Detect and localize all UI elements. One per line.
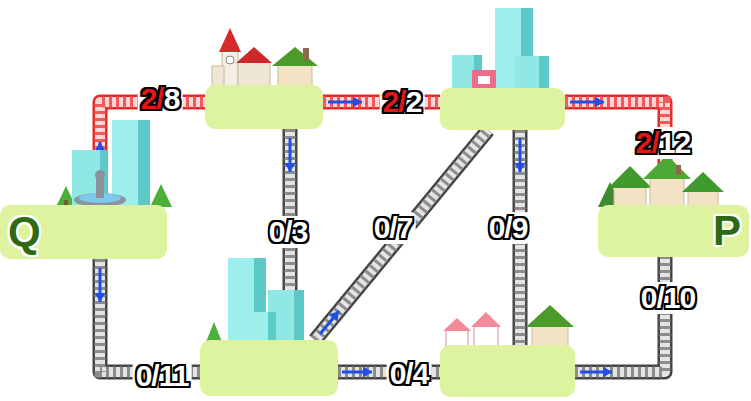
station-name: P — [713, 210, 741, 252]
city-art — [515, 56, 549, 90]
rail-track — [95, 259, 200, 372]
direction-arrow — [320, 311, 339, 334]
city-art — [452, 8, 549, 90]
flow-label: 2/8 — [138, 83, 183, 115]
shops-art — [526, 305, 574, 327]
village-art — [650, 176, 684, 207]
shops-art — [471, 312, 501, 327]
shops-art — [443, 305, 574, 347]
city-art — [206, 322, 222, 342]
flow-label: 2/12 — [633, 127, 693, 159]
q-town-art — [56, 120, 172, 207]
rail-ties — [575, 257, 665, 372]
flow-label: 0/11 — [133, 360, 192, 392]
q-town-art — [95, 170, 105, 180]
station-ground — [440, 88, 565, 130]
city-art — [268, 312, 276, 342]
rail-bed — [315, 130, 488, 340]
arrow-head — [515, 163, 526, 172]
village-art — [614, 186, 646, 207]
rail-track — [575, 257, 665, 377]
rail-track — [575, 257, 665, 372]
arrow-head — [95, 142, 106, 151]
station-ground — [200, 340, 338, 396]
church-town-art — [236, 47, 272, 63]
shops-art — [532, 325, 568, 347]
city-art — [294, 290, 304, 342]
church-town-art — [238, 62, 270, 87]
church-town-art — [212, 66, 224, 87]
village-art — [682, 172, 724, 192]
flow-label: 0/4 — [387, 358, 432, 390]
arrow-head — [353, 97, 362, 108]
rail-ties — [100, 259, 200, 372]
church-town-art — [278, 64, 312, 87]
station-name: Q — [8, 211, 41, 253]
church-town-art — [303, 48, 309, 60]
flow-label: 0/10 — [638, 282, 698, 314]
rail-track — [100, 259, 200, 372]
village-art — [598, 155, 724, 207]
city-art — [539, 56, 549, 90]
flow-label: 2/2 — [380, 86, 425, 118]
station-ground: P — [598, 205, 749, 257]
q-town-art — [150, 184, 172, 207]
station-ground: Q — [0, 205, 167, 259]
station-ground — [440, 345, 575, 397]
q-town-art — [96, 178, 104, 198]
flow-label: 0/9 — [486, 212, 531, 244]
q-town-art — [112, 120, 150, 207]
flow-label: 0/3 — [266, 216, 311, 248]
city-art — [244, 312, 276, 342]
rail-bed — [100, 259, 200, 372]
arrow-head — [595, 97, 604, 108]
shops-art — [474, 325, 498, 347]
station-ground — [205, 85, 323, 129]
rail-bed — [575, 257, 665, 372]
arrow-head — [285, 163, 296, 172]
arrow-head — [95, 293, 106, 302]
arrow-head — [603, 367, 612, 378]
rail-ties — [315, 130, 488, 340]
arrow-head — [363, 367, 372, 378]
q-town-art — [138, 120, 150, 207]
city-art — [478, 76, 490, 84]
city-art — [268, 290, 304, 342]
rail-track — [315, 130, 488, 340]
church-town-art — [212, 28, 318, 87]
arrow-head — [329, 311, 339, 321]
rail-track — [315, 130, 488, 340]
village-art — [676, 165, 681, 175]
church-town-art — [219, 28, 241, 52]
church-town-art — [272, 47, 318, 66]
church-town-art — [226, 56, 234, 64]
city-art — [206, 258, 304, 342]
shops-art — [443, 318, 471, 331]
flow-label: 0/7 — [371, 212, 416, 244]
city-art — [472, 70, 496, 90]
